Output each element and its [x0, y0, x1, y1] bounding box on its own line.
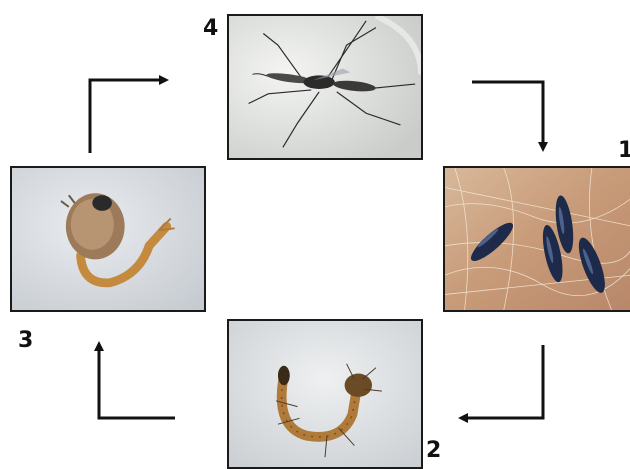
arrow-1-to-2 — [462, 345, 543, 418]
arrow-2-to-3 — [99, 345, 175, 418]
arrow-4-to-1 — [472, 82, 543, 148]
arrow-3-to-4 — [90, 80, 165, 153]
